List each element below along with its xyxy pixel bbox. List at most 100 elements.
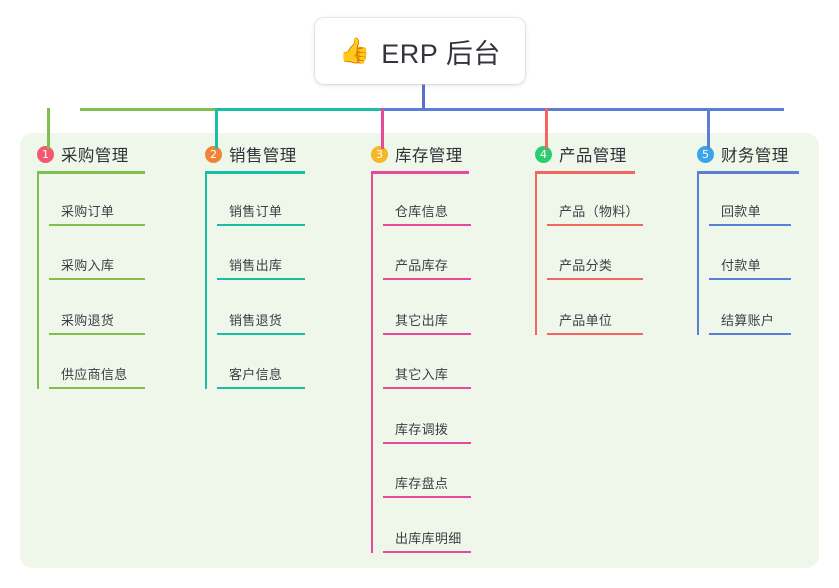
branch-leaf-item[interactable]: 销售退货: [217, 280, 305, 335]
branch-trunk-line: [697, 171, 699, 335]
thumbs-up-icon: 👍: [339, 36, 371, 65]
branch-leaf-item[interactable]: 出库库明细: [383, 498, 471, 553]
connector-bar-segment-2: [215, 108, 382, 111]
branch-leaf-label: 出库库明细: [395, 530, 462, 546]
branch-number-badge: 2: [205, 145, 222, 163]
branch-header-rule: [535, 171, 635, 174]
branch-leaf-item[interactable]: 销售出库: [217, 226, 305, 280]
branch-leaf-item[interactable]: 产品分类: [547, 226, 643, 280]
connector-drop-2: [215, 108, 218, 149]
connector-bar-segment-1: [80, 108, 216, 111]
branch-leaf-label: 产品分类: [559, 258, 613, 273]
connector-drop-3: [381, 108, 384, 149]
branch-leaf-label: 结算账户: [721, 312, 775, 328]
branch-leaf-item[interactable]: 其它入库: [383, 335, 471, 389]
branch-leaf-label: 产品（物料）: [559, 203, 639, 219]
branch-leaf-rule: [217, 332, 305, 335]
branch-leaf-rule: [547, 223, 643, 226]
branch-leaf-label: 库存盘点: [395, 476, 449, 491]
branch-title: 销售管理: [229, 147, 297, 165]
branch-leaf-rule: [49, 223, 145, 226]
branch-leaf-label: 供应商信息: [61, 367, 128, 382]
branch-header-rule: [697, 171, 799, 174]
branch-leaf-label: 采购订单: [61, 203, 115, 219]
branch-leaf-label: 产品单位: [559, 312, 613, 328]
branch-header-1[interactable]: 1 采购管理: [37, 142, 129, 166]
branch-leaf-label: 销售退货: [229, 312, 283, 328]
branch-leaf-item[interactable]: 采购订单: [49, 171, 145, 226]
branch-leaf-item[interactable]: 结算账户: [709, 280, 791, 335]
branch-leaf-item[interactable]: 回款单: [709, 171, 791, 226]
branch-leaf-rule: [383, 496, 471, 498]
branch-leaf-rule: [383, 278, 471, 280]
branch-leaf-rule: [547, 332, 643, 335]
branch-leaf-rule: [709, 278, 791, 280]
branch-leaf-item[interactable]: 客户信息: [217, 335, 305, 389]
branch-leaf-label: 采购入库: [61, 258, 115, 273]
branch-leaf-item[interactable]: 库存调拨: [383, 389, 471, 444]
connector-drop-5: [707, 108, 710, 149]
branch-header-3[interactable]: 3 库存管理: [371, 142, 463, 166]
branch-leaf-rule: [383, 441, 471, 444]
branch-leaf-label: 库存调拨: [395, 421, 449, 437]
branch-leaf-item[interactable]: 库存盘点: [383, 444, 471, 498]
branch-leaf-item[interactable]: 仓库信息: [383, 171, 471, 226]
connector-drop-4: [545, 108, 548, 149]
branch-title: 采购管理: [61, 147, 129, 165]
branch-number-badge: 5: [697, 145, 714, 163]
branch-leaf-label: 其它出库: [395, 312, 449, 328]
branch-trunk-line: [37, 171, 39, 389]
branch-leaf-label: 销售订单: [229, 203, 283, 219]
root-stem-connector: [422, 84, 425, 109]
branch-number-badge: 4: [535, 145, 552, 163]
branch-leaf-rule: [217, 223, 305, 226]
branch-header-2[interactable]: 2 销售管理: [205, 142, 297, 166]
branch-leaf-rule: [547, 278, 643, 280]
branch-leaf-rule: [383, 332, 471, 335]
branch-trunk-line: [371, 171, 373, 553]
branch-trunk-line: [535, 171, 537, 335]
branch-leaf-item[interactable]: 销售订单: [217, 171, 305, 226]
branch-leaf-item[interactable]: 产品（物料）: [547, 171, 643, 226]
branch-leaf-rule: [49, 387, 145, 389]
branch-leaf-item[interactable]: 产品库存: [383, 226, 471, 280]
branch-trunk-line: [205, 171, 207, 389]
branch-leaf-rule: [709, 332, 791, 335]
branch-leaf-label: 仓库信息: [395, 203, 449, 219]
branch-leaf-rule: [217, 278, 305, 280]
root-node[interactable]: 👍 ERP 后台: [315, 18, 525, 84]
connector-drop-1: [47, 108, 50, 149]
branch-leaf-label: 付款单: [721, 258, 761, 273]
branch-header-rule: [371, 171, 469, 174]
branch-header-rule: [205, 171, 305, 174]
branch-leaf-label: 产品库存: [395, 258, 449, 273]
branches-panel: 1 采购管理采购订单采购入库采购退货供应商信息 2 销售管理销售订单销售出库销售退货客…: [20, 133, 819, 568]
branch-number-badge: 3: [371, 145, 388, 163]
branch-title: 产品管理: [559, 147, 627, 165]
branch-leaf-rule: [49, 278, 145, 280]
branch-header-4[interactable]: 4 产品管理: [535, 142, 627, 166]
branch-leaf-label: 采购退货: [61, 312, 115, 328]
branch-number-badge: 1: [37, 145, 54, 163]
branch-leaf-rule: [709, 223, 791, 226]
branch-leaf-item[interactable]: 采购退货: [49, 280, 145, 335]
branch-leaf-item[interactable]: 其它出库: [383, 280, 471, 335]
branch-leaf-item[interactable]: 采购入库: [49, 226, 145, 280]
branch-leaf-rule: [217, 387, 305, 389]
root-node-title: ERP 后台: [381, 38, 501, 69]
branch-title: 库存管理: [395, 147, 463, 165]
branch-header-rule: [37, 171, 145, 174]
branch-leaf-item[interactable]: 供应商信息: [49, 335, 145, 389]
branch-leaf-label: 客户信息: [229, 367, 283, 382]
branch-leaf-item[interactable]: 产品单位: [547, 280, 643, 335]
branch-leaf-rule: [383, 387, 471, 389]
branch-leaf-rule: [383, 550, 471, 553]
connector-bar-segment-3: [381, 108, 784, 111]
branch-leaf-label: 回款单: [721, 203, 761, 219]
branch-leaf-rule: [383, 223, 471, 226]
branch-leaf-rule: [49, 332, 145, 335]
branch-leaf-item[interactable]: 付款单: [709, 226, 791, 280]
branch-leaf-label: 销售出库: [229, 258, 283, 273]
